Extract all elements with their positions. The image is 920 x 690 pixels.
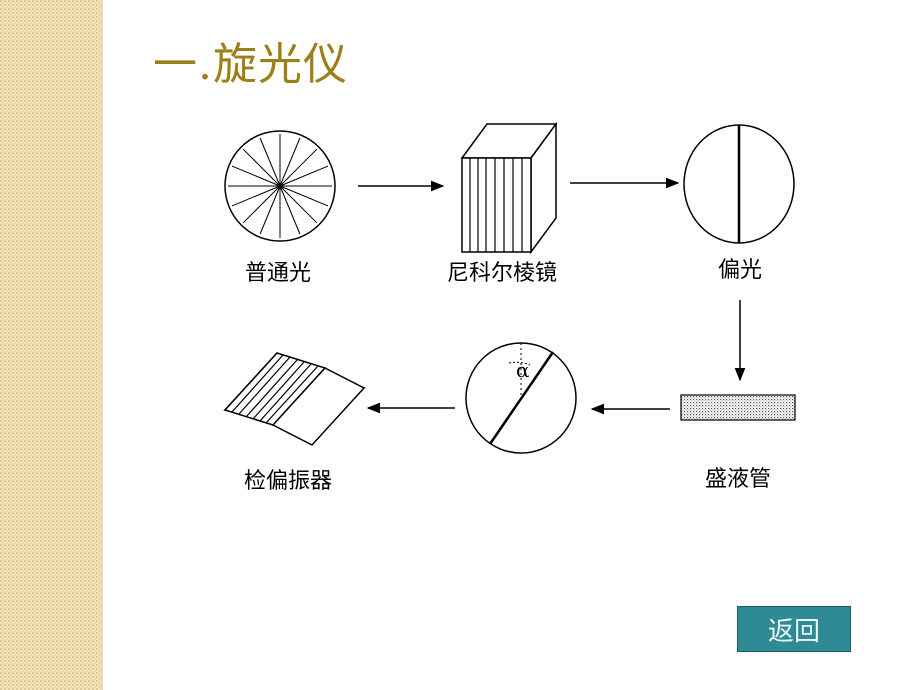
label-ordinary-light: 普通光 xyxy=(245,261,311,286)
rotation-angle-symbol xyxy=(465,342,577,454)
light-ray xyxy=(279,165,329,187)
light-ray xyxy=(279,137,301,187)
light-ray xyxy=(279,185,301,235)
light-ray xyxy=(279,185,318,224)
light-ray xyxy=(231,165,281,187)
polarized-light-symbol xyxy=(683,124,795,244)
light-ray xyxy=(279,185,329,207)
light-ray xyxy=(279,148,318,187)
back-button[interactable]: 返回 xyxy=(737,606,851,652)
nicol-prism-symbol xyxy=(460,121,558,255)
ordinary-light-symbol xyxy=(224,130,336,242)
sidebar-edge xyxy=(100,0,103,690)
light-ray xyxy=(242,148,281,187)
label-nicol-prism: 尼科尔棱镜 xyxy=(447,261,557,286)
light-ray xyxy=(231,185,281,207)
page-title: 一.旋光仪 xyxy=(153,39,348,90)
light-ray xyxy=(242,185,281,224)
sample-tube-symbol xyxy=(680,394,796,421)
analyzer-prism-symbol xyxy=(223,352,366,446)
label-analyzer: 检偏振器 xyxy=(244,469,332,494)
label-polarized-light: 偏光 xyxy=(718,258,762,283)
decorative-sidebar xyxy=(0,0,100,690)
label-sample-tube: 盛液管 xyxy=(705,467,771,492)
light-ray xyxy=(259,137,281,187)
alpha-symbol: α xyxy=(516,358,530,382)
light-ray xyxy=(259,185,281,235)
